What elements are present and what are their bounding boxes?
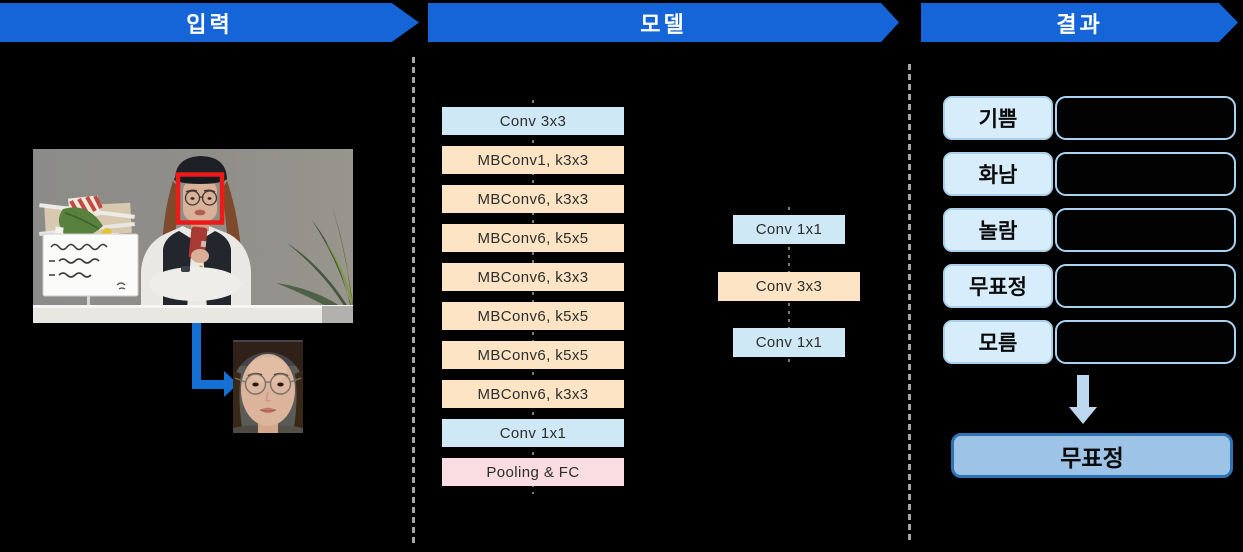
head-layer-box: Conv 3x3: [718, 272, 860, 301]
layer-box: Conv 1x1: [442, 419, 624, 447]
hanger-decor: [39, 195, 135, 250]
emotion-label: 기쁨: [943, 96, 1053, 140]
layer-box: MBConv6, k3x3: [442, 185, 624, 213]
model-section-title: 모델: [640, 11, 687, 37]
layer-box: MBConv1, k3x3: [442, 146, 624, 174]
layer-box: MBConv6, k5x5: [442, 224, 624, 252]
layer-box: Conv 3x3: [442, 107, 624, 135]
prediction-label: 무표정: [1060, 444, 1124, 471]
emotion-row: 기쁨: [943, 96, 1236, 140]
emotion-row: 화남: [943, 152, 1236, 196]
emotion-rows: 기쁨 화남 놀람 무표정 모름: [943, 96, 1236, 364]
prediction-box: 무표정: [951, 433, 1233, 478]
webcam-photo: [33, 149, 353, 323]
layer-box: MBConv6, k5x5: [442, 341, 624, 369]
layer-box: MBConv6, k5x5: [442, 302, 624, 330]
separator-model-result: [908, 64, 911, 544]
emotion-row: 무표정: [943, 264, 1236, 308]
probability-bar: [1055, 208, 1236, 252]
probability-bar: [1055, 96, 1236, 140]
model-section-banner: 모델: [428, 3, 899, 42]
emotion-label: 놀람: [943, 208, 1053, 252]
emotion-label: 무표정: [943, 264, 1053, 308]
head-layer-box: Conv 1x1: [733, 328, 845, 357]
backbone-connector-dots: [532, 100, 534, 494]
layer-box: Pooling & FC: [442, 458, 624, 486]
emotion-label: 화남: [943, 152, 1053, 196]
result-arrow-stem: [1077, 375, 1089, 408]
emotion-row: 놀람: [943, 208, 1236, 252]
whiteboard-sign: [42, 233, 139, 309]
result-section-title: 결과: [1056, 11, 1103, 37]
crop-arrow-elbow: [192, 380, 225, 389]
layer-box: MBConv6, k3x3: [442, 263, 624, 291]
layer-box: MBConv6, k3x3: [442, 380, 624, 408]
backbone-stack: Conv 3x3 MBConv1, k3x3 MBConv6, k3x3 MBC…: [442, 107, 624, 486]
result-section-banner: 결과: [921, 3, 1238, 42]
face-detection-box: [175, 172, 225, 225]
input-section-banner: 입력: [0, 3, 419, 42]
emotion-row: 모름: [943, 320, 1236, 364]
head-layer-box: Conv 1x1: [733, 215, 845, 244]
probability-bar: [1055, 264, 1236, 308]
input-section-title: 입력: [186, 11, 233, 37]
cropped-face-image: [233, 340, 303, 433]
table: [33, 305, 353, 323]
emotion-label: 모름: [943, 320, 1053, 364]
crop-arrow-stem: [192, 323, 201, 385]
down-arrow-icon: [1069, 407, 1097, 424]
probability-bar: [1055, 320, 1236, 364]
probability-bar: [1055, 152, 1236, 196]
separator-input-model: [412, 57, 415, 544]
